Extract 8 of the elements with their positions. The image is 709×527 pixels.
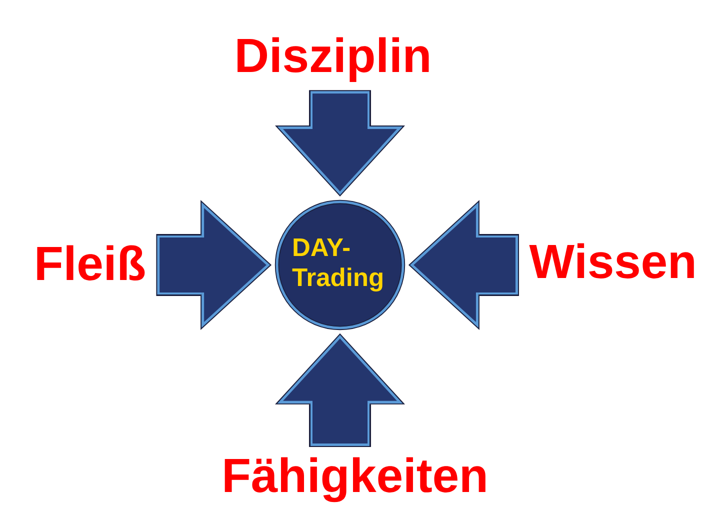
block-arrow	[156, 200, 272, 330]
block-arrow	[275, 333, 405, 447]
word-label: Wissen	[529, 243, 694, 278]
block-arrow	[275, 90, 405, 197]
word-label: Fähigkeiten	[224, 457, 486, 502]
block-arrow	[408, 200, 519, 330]
word-label: Disziplin	[238, 37, 429, 82]
word-label: Fleiß	[37, 245, 145, 280]
